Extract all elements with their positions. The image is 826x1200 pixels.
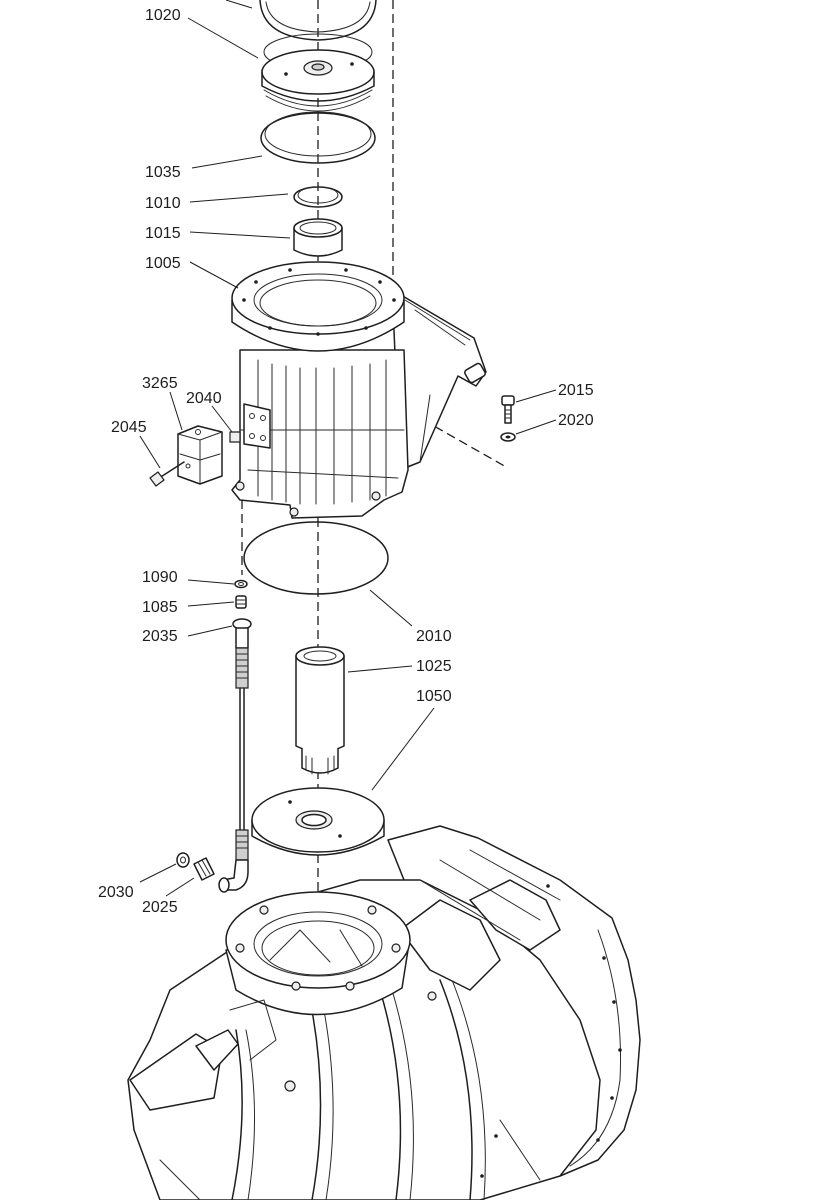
part-1085-fitting — [235, 595, 247, 609]
callout-1035: 1035 — [145, 164, 181, 181]
callout-1025: 1025 — [416, 658, 452, 675]
callout-1050: 1050 — [416, 688, 452, 705]
part-1005-housing — [229, 261, 487, 519]
part-1090-washer — [234, 579, 248, 589]
callout-3265: 3265 — [142, 375, 178, 392]
part-1035-oring — [260, 111, 376, 164]
callout-1020: 1020 — [145, 7, 181, 24]
part-2025-nipple — [193, 857, 215, 881]
callout-1010: 1010 — [145, 195, 181, 212]
part-3265-block — [177, 425, 223, 485]
part-2035-hose — [218, 618, 252, 893]
compressor-main-housing — [127, 825, 641, 1200]
callout-2035: 2035 — [142, 628, 178, 645]
leader-lines — [139, 0, 557, 897]
callout-2010: 2010 — [416, 628, 452, 645]
callout-2025: 2025 — [142, 899, 178, 916]
callout-2020: 2020 — [558, 412, 594, 429]
callout-1005: 1005 — [145, 255, 181, 272]
callout-1085: 1085 — [142, 599, 178, 616]
bolt-axis-diagonal — [373, 391, 509, 469]
callout-2040: 2040 — [186, 390, 222, 407]
part-2010-gasket — [243, 521, 389, 595]
part-2030-washer — [176, 852, 190, 868]
part-2015-bolt — [501, 395, 515, 424]
part-1050-plate — [251, 787, 385, 856]
callout-2045: 2045 — [111, 419, 147, 436]
part-1010-ring — [293, 186, 343, 208]
callout-1015: 1015 — [145, 225, 181, 242]
part-2045-screw — [149, 461, 185, 487]
top-ring — [259, 0, 377, 41]
callout-2015: 2015 — [558, 382, 594, 399]
part-2020-washer — [500, 432, 516, 442]
part-1025-sleeve — [295, 646, 345, 775]
part-1015-bushing — [293, 218, 343, 257]
callout-1090: 1090 — [142, 569, 178, 586]
part-1020-cover — [261, 33, 375, 112]
callout-2030: 2030 — [98, 884, 134, 901]
